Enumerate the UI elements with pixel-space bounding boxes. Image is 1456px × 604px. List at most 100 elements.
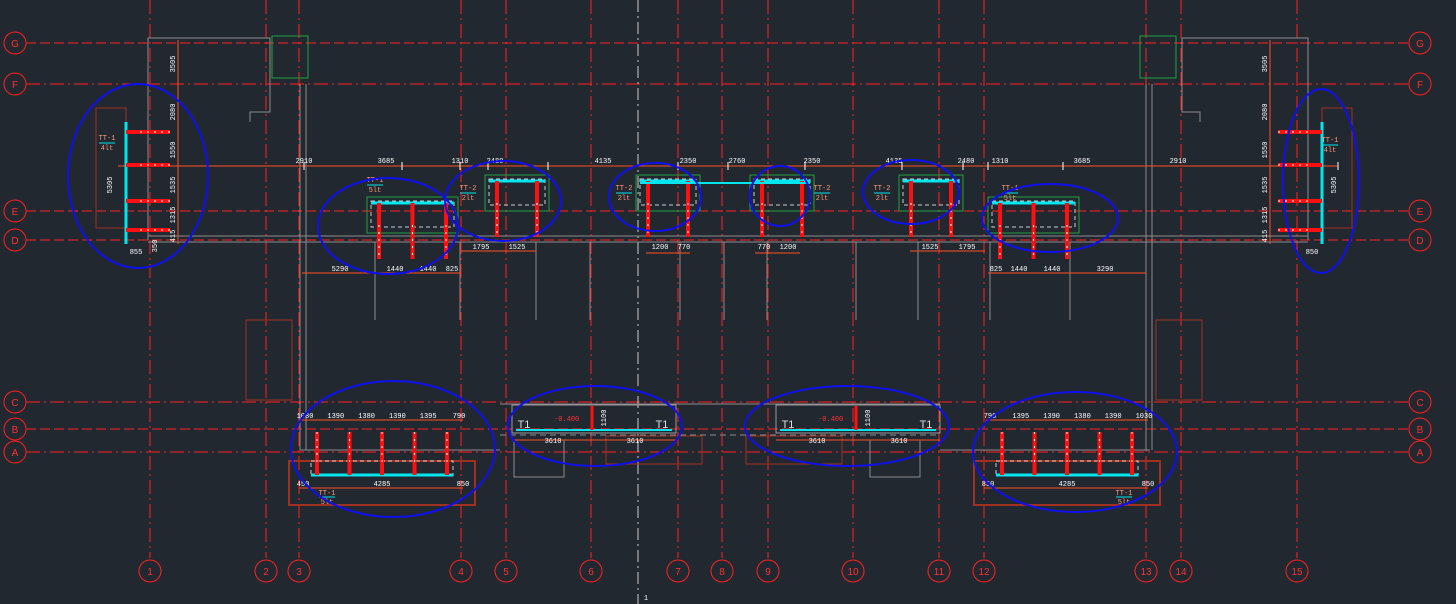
revision-cloud — [290, 380, 496, 518]
dimension-text: 3505 — [1262, 56, 1270, 73]
dimension-text: 2080 — [170, 104, 178, 121]
dimension-text: 770 — [758, 244, 771, 252]
dimension-text: 1200 — [652, 244, 669, 252]
dimension-text: 1390 — [389, 413, 406, 421]
dimension-text: 825 — [990, 266, 1003, 274]
revision-cloud — [444, 160, 562, 242]
dimension-text: 2350 — [680, 158, 697, 166]
axis-label: 9 — [765, 567, 771, 578]
axis-bubble — [138, 559, 162, 583]
balcony-tag: 5lt — [1004, 195, 1017, 203]
dimension-text: 1550 — [170, 142, 178, 159]
dimension-text: 1440 — [387, 266, 404, 274]
axis-bubble — [1285, 559, 1309, 583]
balcony-tt2-c-dashed — [753, 178, 811, 206]
axis-label: D — [1416, 236, 1423, 247]
dimension-text: 1315 — [170, 207, 178, 224]
stair-box — [271, 35, 309, 79]
dimension-text: 790 — [984, 413, 997, 421]
axis-bubble — [1408, 72, 1432, 96]
axis-label: C — [11, 398, 18, 409]
dimension-text: 825 — [446, 266, 459, 274]
balcony-tag: TT-1 — [1002, 185, 1019, 193]
axis-label: 10 — [847, 567, 859, 578]
axis-bubble — [254, 559, 278, 583]
dimension-text: 3290 — [1097, 266, 1114, 274]
axis-bubble — [287, 559, 311, 583]
dimension-text: 3685 — [378, 158, 395, 166]
revision-cloud — [972, 391, 1178, 513]
balcony-tt2-a-outline — [484, 174, 550, 212]
t1-label: T1 — [782, 419, 795, 431]
axis-label: 14 — [1175, 567, 1187, 578]
balcony-tt2-b-dashed — [639, 178, 697, 206]
stair-box — [1139, 35, 1177, 79]
revision-cloud — [507, 385, 683, 467]
dimension-text: 1200 — [780, 244, 797, 252]
dimension-text: 1550 — [1262, 142, 1270, 159]
dimension-text: 1100 — [601, 410, 609, 427]
dimension-text: 415 — [170, 230, 178, 243]
dimension-text: 850 — [1306, 249, 1319, 257]
dimension-text: 5305 — [1331, 177, 1339, 194]
revision-cloud — [317, 177, 459, 275]
dimension-text: 3505 — [170, 56, 178, 73]
balcony-tag: TT-1 — [319, 490, 336, 498]
axis-label: A — [12, 448, 19, 459]
elevation-mark: -0.400 — [554, 416, 579, 424]
dimension-text: 1310 — [992, 158, 1009, 166]
axis-label: 5 — [503, 567, 509, 578]
balcony-tag: TT-2 — [874, 185, 891, 193]
dimension-text: 1795 — [959, 244, 976, 252]
axis-label: E — [1417, 207, 1424, 218]
t1-label: T1 — [656, 419, 669, 431]
dimension-text: 3610 — [809, 438, 826, 446]
dimension-text: 1315 — [1262, 207, 1270, 224]
axis-label: F — [12, 80, 18, 91]
balcony-tag: TT-1 — [367, 177, 384, 185]
axis-bubble — [1408, 417, 1432, 441]
axis-bubble — [841, 559, 865, 583]
dimension-text: 4135 — [595, 158, 612, 166]
dimension-text: 1440 — [1044, 266, 1061, 274]
dimension-text: 855 — [130, 249, 143, 257]
balcony-tag: 5lt — [1118, 499, 1131, 507]
elevation-mark: -0.400 — [818, 416, 843, 424]
opening — [1155, 319, 1203, 401]
dimension-text: 450 — [297, 481, 310, 489]
axis-label: G — [1416, 39, 1424, 50]
axis-bubble — [1169, 559, 1193, 583]
axis-label: B — [1417, 425, 1424, 436]
axis-bubble — [3, 440, 27, 464]
dimension-text: 1440 — [1011, 266, 1028, 274]
dimension-text: 5305 — [107, 177, 115, 194]
balcony-tag: 5lt — [321, 499, 334, 507]
side-opening — [1321, 107, 1353, 229]
balcony-tag: 2lt — [816, 195, 829, 203]
axis-label: 2 — [263, 567, 269, 578]
axis-bubble — [3, 417, 27, 441]
axis-bubble — [927, 559, 951, 583]
dimension-text: 1795 — [473, 244, 490, 252]
axis-label: E — [12, 207, 19, 218]
dimension-text: 1535 — [1262, 177, 1270, 194]
dimension-text: 850 — [982, 481, 995, 489]
axis-bubble — [1134, 559, 1158, 583]
dimension-text: 1380 — [1074, 413, 1091, 421]
revision-cloud — [862, 159, 960, 225]
axis-label: 3 — [296, 567, 302, 578]
revision-cloud — [608, 162, 702, 232]
dimension-text: 415 — [1262, 230, 1270, 243]
axis-label: D — [11, 236, 18, 247]
axis-label: C — [1416, 398, 1423, 409]
dimension-text: 2080 — [1262, 104, 1270, 121]
dimension-text: 3610 — [891, 438, 908, 446]
dimension-text: 350 — [152, 240, 160, 253]
axis-bubble — [972, 559, 996, 583]
dimension-text: 1390 — [1043, 413, 1060, 421]
dimension-text: 5290 — [332, 266, 349, 274]
dimension-text: 3610 — [545, 438, 562, 446]
revision-cloud — [67, 83, 209, 269]
